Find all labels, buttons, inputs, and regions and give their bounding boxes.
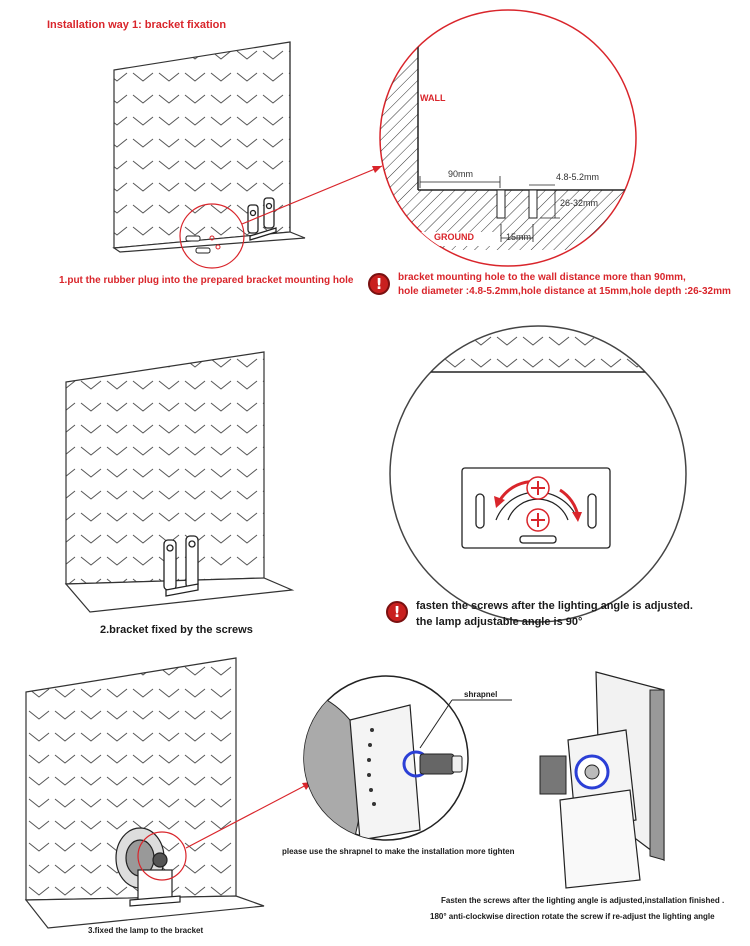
- shrapnel-note: please use the shrapnel to make the inst…: [282, 847, 515, 856]
- page-title: Installation way 1: bracket fixation: [47, 19, 227, 31]
- wall-scene-3: [24, 657, 313, 929]
- ground-label: GROUND: [434, 232, 474, 242]
- wall-label: WALL: [420, 93, 446, 103]
- step2-caption: 2.bracket fixed by the screws: [100, 624, 253, 636]
- wall-scene-2: [64, 351, 295, 613]
- hole-detail-magnifier: [379, 9, 637, 267]
- shrapnel-detail-magnifier: [303, 675, 512, 841]
- warning-icon: !: [386, 601, 408, 623]
- shrapnel-label: shrapnel: [464, 690, 498, 699]
- finish-line1: Fasten the screws after the lighting ang…: [441, 896, 725, 905]
- step1-caption: 1.put the rubber plug into the prepared …: [59, 275, 354, 286]
- bracket-detail-magnifier: [389, 325, 687, 623]
- step1-note-line1: bracket mounting hole to the wall distan…: [398, 272, 686, 283]
- step3-caption: 3.fixed the lamp to the bracket: [88, 926, 204, 935]
- screw-bottom-icon: [526, 508, 550, 532]
- hole-diameter-label: 4.8-5.2mm: [556, 172, 600, 182]
- step2-note-line2: the lamp adjustable angle is 90°: [416, 616, 583, 628]
- finished-lamp-figure: [539, 671, 665, 889]
- warning-icon: !: [368, 273, 390, 295]
- lamp-icon: [115, 827, 181, 907]
- hole-depth-label: 26-32mm: [560, 198, 599, 208]
- hole-spacing-label: 15mm: [506, 232, 532, 242]
- finish-line2: 180° anti-clockwise direction rotate the…: [430, 912, 715, 921]
- step1-note-line2: hole diameter :4.8-5.2mm,hole distance a…: [398, 286, 731, 297]
- dist-label: 90mm: [448, 169, 474, 179]
- wall-scene-1: [112, 41, 383, 269]
- step2-note-line1: fasten the screws after the lighting ang…: [416, 600, 693, 612]
- screw-top-icon: [526, 476, 550, 500]
